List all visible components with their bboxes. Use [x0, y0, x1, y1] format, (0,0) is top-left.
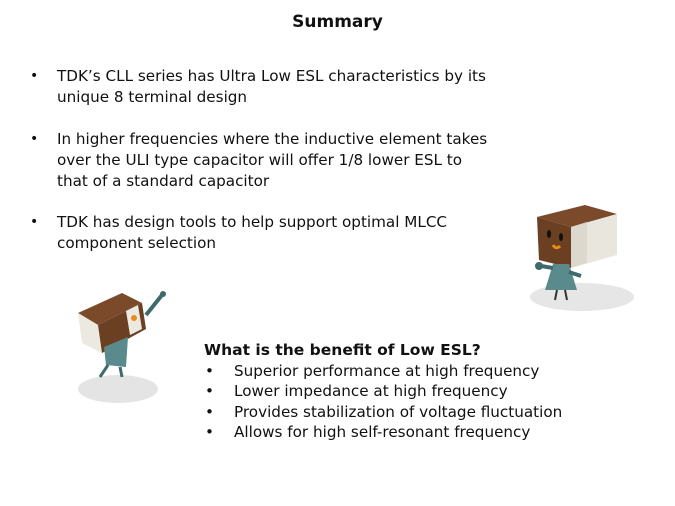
capacitor-mascot-pointing-icon: [78, 291, 166, 403]
bullet-line: component selection: [57, 234, 217, 252]
benefit-item: • Provides stabilization of voltage fluct…: [204, 402, 562, 423]
benefit-section: What is the benefit of Low ESL? • Superio…: [204, 340, 562, 443]
bullet-line: that of a standard capacitor: [57, 172, 270, 190]
bullet-dot: •: [205, 402, 214, 421]
benefit-item-text: Superior performance at high frequency: [234, 361, 540, 380]
benefit-item-text: Lower impedance at high frequency: [234, 382, 508, 400]
bullet-line: over the ULI type capacitor will offer 1…: [57, 151, 463, 169]
bullet-line: In higher frequencies where the inductiv…: [57, 130, 488, 148]
bullet-dot: •: [30, 68, 39, 84]
benefit-item-text: Allows for high self-resonant frequency: [234, 423, 531, 441]
bullet-dot: •: [205, 382, 214, 400]
benefit-item-text: Provides stabilization of voltage fluctu…: [234, 402, 563, 421]
bullet-dot: •: [30, 214, 39, 230]
benefit-item: • Allows for high self-resonant frequency: [204, 422, 562, 443]
bullet-line: TDK has design tools to help support opt…: [57, 213, 448, 231]
bullet-dot: •: [205, 361, 214, 380]
capacitor-mascot-standing-icon: [530, 205, 634, 311]
slide-title: Summary: [292, 12, 383, 32]
benefit-item: • Superior performance at high frequency: [204, 361, 562, 382]
benefit-item: • Lower impedance at high frequency: [204, 381, 562, 402]
bullet-dot: •: [205, 423, 214, 441]
bullet-dot: •: [30, 131, 39, 147]
bullet-line: TDK’s CLL series has Ultra Low ESL chara…: [57, 67, 486, 85]
benefit-heading: What is the benefit of Low ESL?: [204, 341, 481, 359]
bullet-line: unique 8 terminal design: [57, 88, 248, 106]
